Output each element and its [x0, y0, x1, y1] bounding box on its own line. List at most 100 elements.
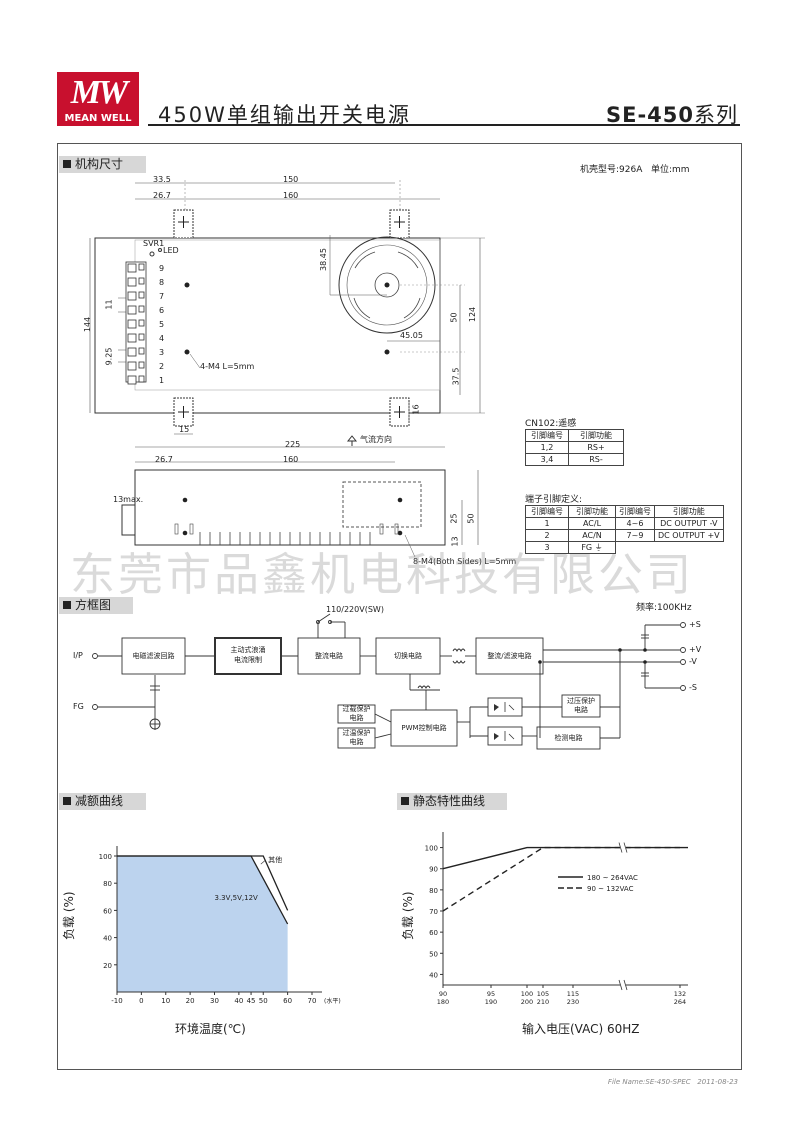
x-tick-label: 40	[234, 997, 243, 1005]
switch-label: 110/220V(SW)	[326, 605, 384, 614]
x-tick-label: 90	[439, 990, 447, 998]
derating-xlabel: 环境温度(℃)	[175, 1022, 246, 1036]
table-cell: AC/L	[568, 517, 616, 530]
x-tick-label: 20	[186, 997, 195, 1005]
mechanical-drawing	[89, 180, 485, 558]
logo: MW MEAN WELL	[57, 72, 139, 126]
detect-block: 检测电路	[554, 734, 583, 742]
dim-50-side: 50	[466, 513, 476, 524]
terminal-number: 8	[159, 278, 165, 287]
ovp-line2: 电路	[349, 714, 364, 722]
series-label-other: 其他	[268, 855, 282, 864]
ip-label: I/P	[73, 651, 83, 660]
table-row: 2 AC/N 7~9 DC OUTPUT +V	[525, 529, 724, 542]
x-tick-label-secondary: 200	[521, 998, 533, 1006]
switching-block: 切换电路	[394, 652, 422, 660]
series-line-low	[117, 855, 289, 925]
dim-150: 150	[283, 175, 299, 184]
dim-9-25: 9.25	[104, 347, 114, 366]
series-suffix: 系列	[694, 103, 738, 127]
dim-225: 225	[285, 440, 301, 449]
table-header-cell: 引脚功能	[654, 505, 724, 518]
watermark: 东莞市品鑫机电科技有限公司	[70, 548, 695, 601]
table-header-cell: 引脚功能	[568, 429, 624, 442]
table-header-row: 引脚编号 引脚功能 引脚编号 引脚功能	[525, 505, 724, 518]
label-leader	[260, 859, 266, 865]
table-cell: RS-	[568, 453, 624, 466]
ovp-block: 过载保护 电路	[338, 705, 375, 723]
screw-note: 4-M4 L=5mm	[200, 362, 255, 371]
table-header-row: 引脚编号 引脚功能	[525, 429, 624, 442]
section-title: 静态特性曲线	[413, 794, 486, 808]
y-tick-label: 80	[103, 880, 112, 888]
table-cell: 1	[525, 517, 569, 530]
dim-160-side: 160	[283, 455, 299, 464]
x-tick-label: 132	[674, 990, 686, 998]
terminal-numbers: 9 8 7 6 5 4 3 2 1	[159, 262, 164, 388]
table-cell: RS+	[568, 441, 624, 454]
table-cell: DC OUTPUT -V	[654, 517, 724, 530]
logo-mark: MW	[70, 74, 128, 111]
airflow-label: 气流方向	[360, 435, 392, 444]
pwm-block: PWM控制电路	[401, 724, 447, 732]
y-tick-label: 90	[429, 866, 438, 874]
dim-37-5: 37.5	[451, 367, 461, 386]
terminal-number: 3	[159, 348, 165, 357]
static-xlabel: 输入电压(VAC) 60HZ	[522, 1022, 640, 1036]
x-tick-label: 60	[283, 997, 292, 1005]
legend-dashed-label: 90 ~ 132VAC	[587, 885, 634, 893]
legend-solid-label: 180 ~ 264VAC	[587, 874, 638, 882]
series-line-solid	[442, 846, 688, 870]
x-tick-label: 95	[487, 990, 495, 998]
ovp-line1: 过载保护	[342, 705, 371, 713]
y-tick-label: 70	[429, 908, 438, 916]
x-tick-label: 50	[259, 997, 268, 1005]
y-tick-label: 100	[99, 853, 112, 861]
header-rule	[148, 124, 740, 126]
dim-45-05: 45.05	[400, 331, 423, 340]
y-tick-label: 40	[429, 971, 438, 979]
break-mask-bottom	[620, 981, 626, 989]
x-tick-label: 100	[521, 990, 533, 998]
static-ylabel: 负载 (%)	[401, 891, 415, 940]
otp-line1: 过温保护	[342, 729, 371, 737]
table-row: 1,2 RS+	[525, 441, 624, 454]
out-v-minus: -V	[689, 657, 697, 666]
table-header-cell: 引脚编号	[525, 429, 569, 442]
ovp2-line1: 过压保护	[567, 697, 595, 705]
table-cell: 7~9	[615, 529, 655, 542]
otp-block: 过温保护 电路	[338, 729, 375, 747]
section-title: 机构尺寸	[75, 157, 124, 171]
led-label: LED	[163, 246, 179, 255]
terminal-number: 9	[159, 264, 165, 273]
x-tick-label-secondary: 210	[537, 998, 549, 1006]
svr-label: SVR1	[143, 239, 165, 248]
frequency-label: 频率:100KHz	[636, 603, 692, 613]
dim-26-7: 26.7	[153, 191, 171, 200]
dim-15: 15	[179, 425, 190, 434]
x-tick-label: -10	[111, 997, 122, 1005]
axis-break-top	[618, 842, 628, 853]
ovp2-line2: 电路	[574, 706, 588, 714]
table-row: 3,4 RS-	[525, 453, 624, 466]
fg-label: FG	[73, 702, 84, 711]
dim-50: 50	[449, 312, 459, 323]
table-cell: 3,4	[525, 453, 569, 466]
x-tick-label-secondary: 180	[437, 998, 449, 1006]
table-header-cell: 引脚编号	[615, 505, 655, 518]
table-cell: 1,2	[525, 441, 569, 454]
x-tick-label: 70	[308, 997, 317, 1005]
table-row: 3 FG ⏚	[525, 541, 724, 554]
break-mask-top	[620, 843, 626, 852]
y-tick-label: 20	[103, 962, 112, 970]
x-tick-label-secondary: 190	[485, 998, 497, 1006]
table-row: 1 AC/L 4~6 DC OUTPUT -V	[525, 517, 724, 530]
x-tick-label: 30	[210, 997, 219, 1005]
rect-block: 整流电路	[315, 652, 343, 660]
terminal-number: 6	[159, 306, 165, 315]
y-tick-label: 80	[429, 887, 438, 895]
inrush-line1: 主动式浪涌	[230, 646, 266, 654]
terminal-table: 引脚编号 引脚功能 引脚编号 引脚功能 1 AC/L 4~6 DC OUTPUT…	[525, 505, 724, 554]
x-tick-label: 45	[247, 997, 256, 1005]
terminal-title: 端子引脚定义:	[525, 495, 583, 505]
